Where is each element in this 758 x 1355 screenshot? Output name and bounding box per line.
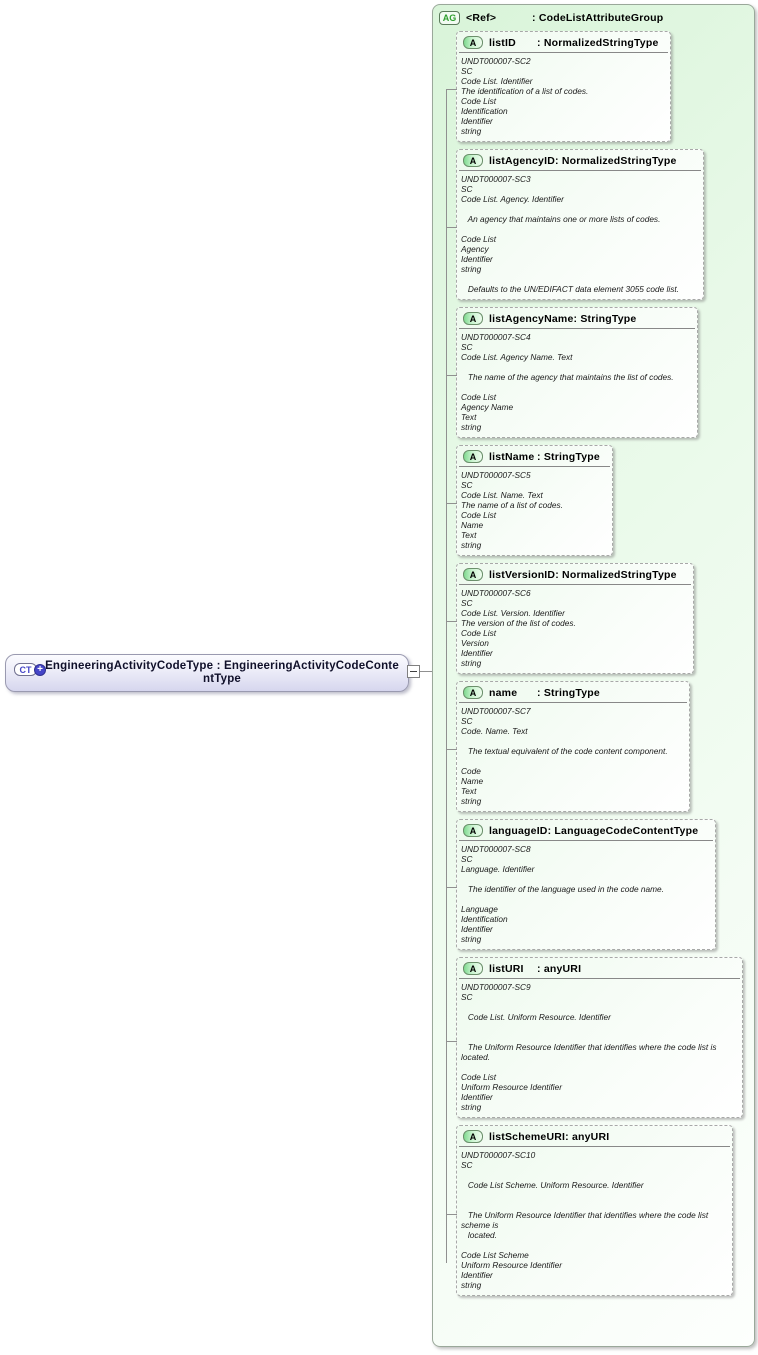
attribute-header: A listAgencyID: NormalizedStringType: [459, 150, 701, 171]
attribute-name: listSchemeURI: [489, 1130, 566, 1143]
tree-connector-line: [446, 89, 447, 1263]
attribute-type: NormalizedStringType: [561, 154, 677, 167]
attribute-box-listAgencyID[interactable]: A listAgencyID: NormalizedStringType UND…: [447, 149, 704, 300]
connector-tick: [447, 227, 457, 229]
separator-colon: :: [532, 12, 536, 24]
attribute-name: name: [489, 686, 518, 699]
attribute-doc: UNDT000007-SC8 SC Language. Identifier T…: [461, 844, 664, 944]
attribute-type: StringType: [580, 312, 637, 325]
attribute-type: anyURI: [543, 962, 582, 975]
attribute-box-listVersionID[interactable]: A listVersionID: NormalizedStringType UN…: [447, 563, 694, 674]
attribute-type: NormalizedStringType: [562, 568, 677, 581]
separator-colon: :: [537, 686, 541, 699]
attribute-icon: A: [463, 1130, 483, 1143]
connector-tick: [447, 88, 457, 90]
attribute-doc: UNDT000007-SC4 SC Code List. Agency Name…: [461, 332, 674, 432]
attribute-box-listAgencyName[interactable]: A listAgencyName: StringType UNDT000007-…: [447, 307, 698, 438]
attribute-group-title: <Ref>: CodeListAttributeGroup: [466, 12, 663, 24]
attribute-title: listURI: anyURI: [489, 963, 581, 975]
attribute-type: StringType: [543, 686, 600, 699]
attribute-list: A listID: NormalizedStringType UNDT00000…: [447, 31, 743, 1303]
connector-tick: [447, 1040, 457, 1042]
separator-colon: :: [537, 36, 541, 49]
complex-type-title: EngineeringActivityCodeType : Engineerin…: [45, 660, 399, 685]
attribute-name: listID: [489, 36, 516, 49]
attribute-header: A listSchemeURI: anyURI: [459, 1126, 730, 1147]
attribute-doc: UNDT000007-SC3 SC Code List. Agency. Ide…: [461, 174, 679, 294]
connector-tick: [447, 620, 457, 622]
attribute-header: A listURI: anyURI: [459, 958, 740, 979]
attribute-type: NormalizedStringType: [543, 36, 659, 49]
attribute-icon: A: [463, 824, 483, 837]
attribute-box-listURI[interactable]: A listURI: anyURI UNDT000007-SC9 SC Code…: [447, 957, 743, 1118]
separator-colon: :: [555, 154, 559, 167]
attribute-title: listID: NormalizedStringType: [489, 37, 658, 49]
separator-colon: :: [565, 1130, 569, 1143]
attribute-name: listName: [489, 450, 535, 463]
attribute-icon: A: [463, 568, 483, 581]
attribute-group-header: AG <Ref>: CodeListAttributeGroup: [439, 11, 663, 25]
attribute-header: A listAgencyName: StringType: [459, 308, 695, 329]
attribute-name: listVersionID: [489, 568, 556, 581]
separator-colon: :: [573, 312, 578, 325]
attribute-group-box: AG <Ref>: CodeListAttributeGroup A listI…: [432, 4, 755, 1347]
connector-tick: [447, 375, 457, 377]
attribute-doc: UNDT000007-SC5 SC Code List. Name. Text …: [461, 470, 563, 550]
attribute-doc: UNDT000007-SC10 SC Code List Scheme. Uni…: [461, 1150, 709, 1290]
complex-type-icon: CT +: [14, 663, 46, 676]
attribute-title: name: StringType: [489, 687, 600, 699]
attribute-name: listAgencyName: [489, 312, 574, 325]
attribute-icon: A: [463, 154, 483, 167]
attribute-box-listSchemeURI[interactable]: A listSchemeURI: anyURI UNDT000007-SC10 …: [447, 1125, 733, 1296]
attribute-doc: UNDT000007-SC2 SC Code List. Identifier …: [461, 56, 589, 136]
attribute-type: LanguageCodeContentType: [554, 824, 699, 837]
minus-icon: [410, 671, 417, 672]
connector-tick: [447, 887, 457, 889]
attribute-box-listName[interactable]: A listName: StringType UNDT000007-SC5 SC…: [447, 445, 613, 556]
attribute-name: listAgencyID: [489, 154, 555, 167]
separator-colon: :: [537, 450, 541, 463]
attribute-name: languageID: [489, 824, 548, 837]
attribute-doc: UNDT000007-SC9 SC Code List. Uniform Res…: [461, 982, 717, 1112]
attribute-header: A listName: StringType: [459, 446, 610, 467]
attribute-header: A listVersionID: NormalizedStringType: [459, 564, 691, 585]
attribute-doc: UNDT000007-SC6 SC Code List. Version. Id…: [461, 588, 576, 668]
attribute-type: anyURI: [571, 1130, 610, 1143]
attribute-title: listVersionID: NormalizedStringType: [489, 569, 677, 581]
attribute-type: StringType: [543, 450, 600, 463]
attribute-title: listAgencyName: StringType: [489, 313, 636, 325]
collapse-toggle[interactable]: [407, 665, 420, 678]
attribute-icon: A: [463, 450, 483, 463]
attribute-box-name[interactable]: A name: StringType UNDT000007-SC7 SC Cod…: [447, 681, 690, 812]
attribute-icon: A: [463, 962, 483, 975]
complex-type-box[interactable]: CT + EngineeringActivityCodeType : Engin…: [5, 654, 409, 692]
attribute-header: A languageID: LanguageCodeContentType: [459, 820, 713, 841]
attribute-title: listAgencyID: NormalizedStringType: [489, 155, 676, 167]
separator-colon: :: [555, 568, 559, 581]
attribute-icon: A: [463, 312, 483, 325]
attribute-title: languageID: LanguageCodeContentType: [489, 825, 698, 837]
attribute-header: A name: StringType: [459, 682, 687, 703]
attribute-title: listName: StringType: [489, 451, 600, 463]
connector-tick: [447, 502, 457, 504]
attribute-title: listSchemeURI: anyURI: [489, 1131, 609, 1143]
attribute-name: listURI: [489, 962, 524, 975]
attribute-icon: A: [463, 686, 483, 699]
connector-tick: [447, 749, 457, 751]
attribute-header: A listID: NormalizedStringType: [459, 32, 668, 53]
separator-colon: :: [537, 962, 541, 975]
attribute-box-languageID[interactable]: A languageID: LanguageCodeContentType UN…: [447, 819, 716, 950]
separator-colon: :: [547, 824, 552, 837]
attribute-group-ref: <Ref>: [466, 12, 497, 24]
attribute-group-type: CodeListAttributeGroup: [538, 12, 664, 24]
attribute-icon: A: [463, 36, 483, 49]
attribute-box-listID[interactable]: A listID: NormalizedStringType UNDT00000…: [447, 31, 671, 142]
connector-tick: [447, 1213, 457, 1215]
plus-icon: +: [34, 663, 46, 676]
attribute-doc: UNDT000007-SC7 SC Code. Name. Text The t…: [461, 706, 668, 806]
attribute-group-icon: AG: [439, 11, 460, 25]
